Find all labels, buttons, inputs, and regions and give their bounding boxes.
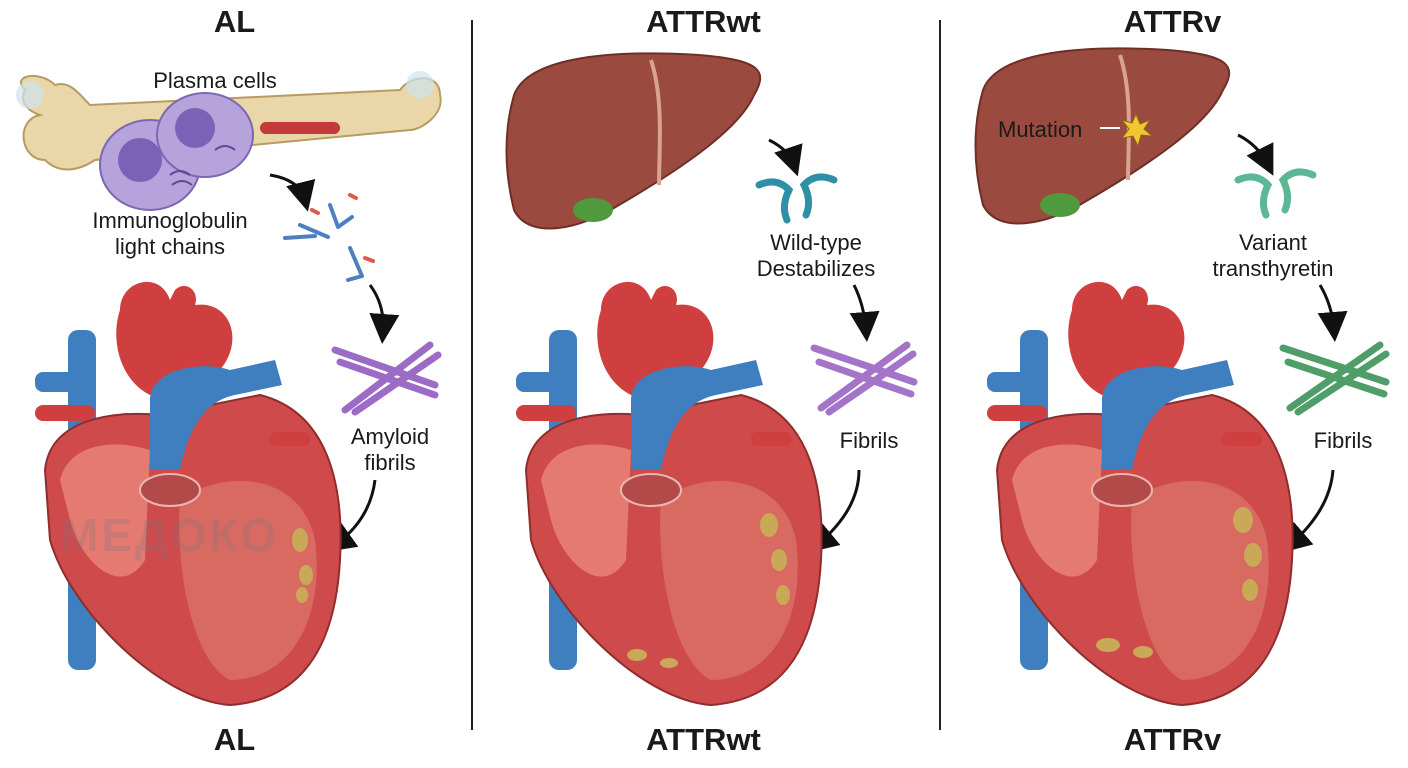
wild-type-label: Wild-type Destabilizes (756, 230, 876, 281)
panel-divider-left (471, 20, 473, 730)
variant-transthyretin-icon (1234, 168, 1317, 219)
al-illustration (16, 71, 442, 707)
mutation-star-icon (1100, 112, 1154, 148)
panel-title-top: ATTRv (1123, 4, 1222, 39)
watermark: МЕДОКО (60, 509, 280, 561)
amyloid-fibril-icon (331, 341, 442, 416)
panel-title-bottom: ATTRv (1123, 722, 1222, 757)
amyloid-deposit-icon (627, 513, 790, 668)
light-chain-icon (283, 193, 375, 282)
liver-icon (974, 47, 1231, 225)
panel-divider-right (939, 20, 941, 730)
attrwt-illustration (505, 52, 918, 707)
plasma-cell-icon (99, 92, 254, 211)
panel-title-bottom: ATTRwt (646, 722, 761, 757)
fibrils-label: Fibrils (839, 428, 899, 453)
fibrils-label: Fibrils (1313, 428, 1373, 453)
mutation-label: Mutation (998, 117, 1083, 142)
amyloid-deposit-icon (1096, 507, 1262, 658)
panel-attrwt: ATTRwt (469, 0, 938, 768)
light-chains-label: Immunoglobulin light chains (92, 208, 248, 259)
liver-icon (505, 52, 762, 230)
heart-icon (516, 281, 823, 707)
amyloid-fibrils-label: Amyloid fibrils (350, 424, 430, 475)
amyloid-deposit-icon (292, 528, 313, 603)
heart-icon (987, 281, 1294, 707)
panel-title-top: AL (213, 4, 256, 39)
variant-transthyretin-label: Variant transthyretin (1212, 230, 1334, 281)
fibril-icon (1279, 341, 1390, 416)
panel-attrv: ATTRv (938, 0, 1407, 768)
attrv-illustration (974, 47, 1390, 707)
panel-title-bottom: AL (213, 722, 256, 757)
plasma-cells-label: Plasma cells (153, 68, 277, 93)
transthyretin-protein-icon (755, 173, 838, 224)
fibril-icon (810, 341, 918, 416)
panel-title-top: ATTRwt (646, 4, 761, 39)
panel-al: AL (0, 0, 469, 768)
heart-icon (35, 281, 342, 707)
